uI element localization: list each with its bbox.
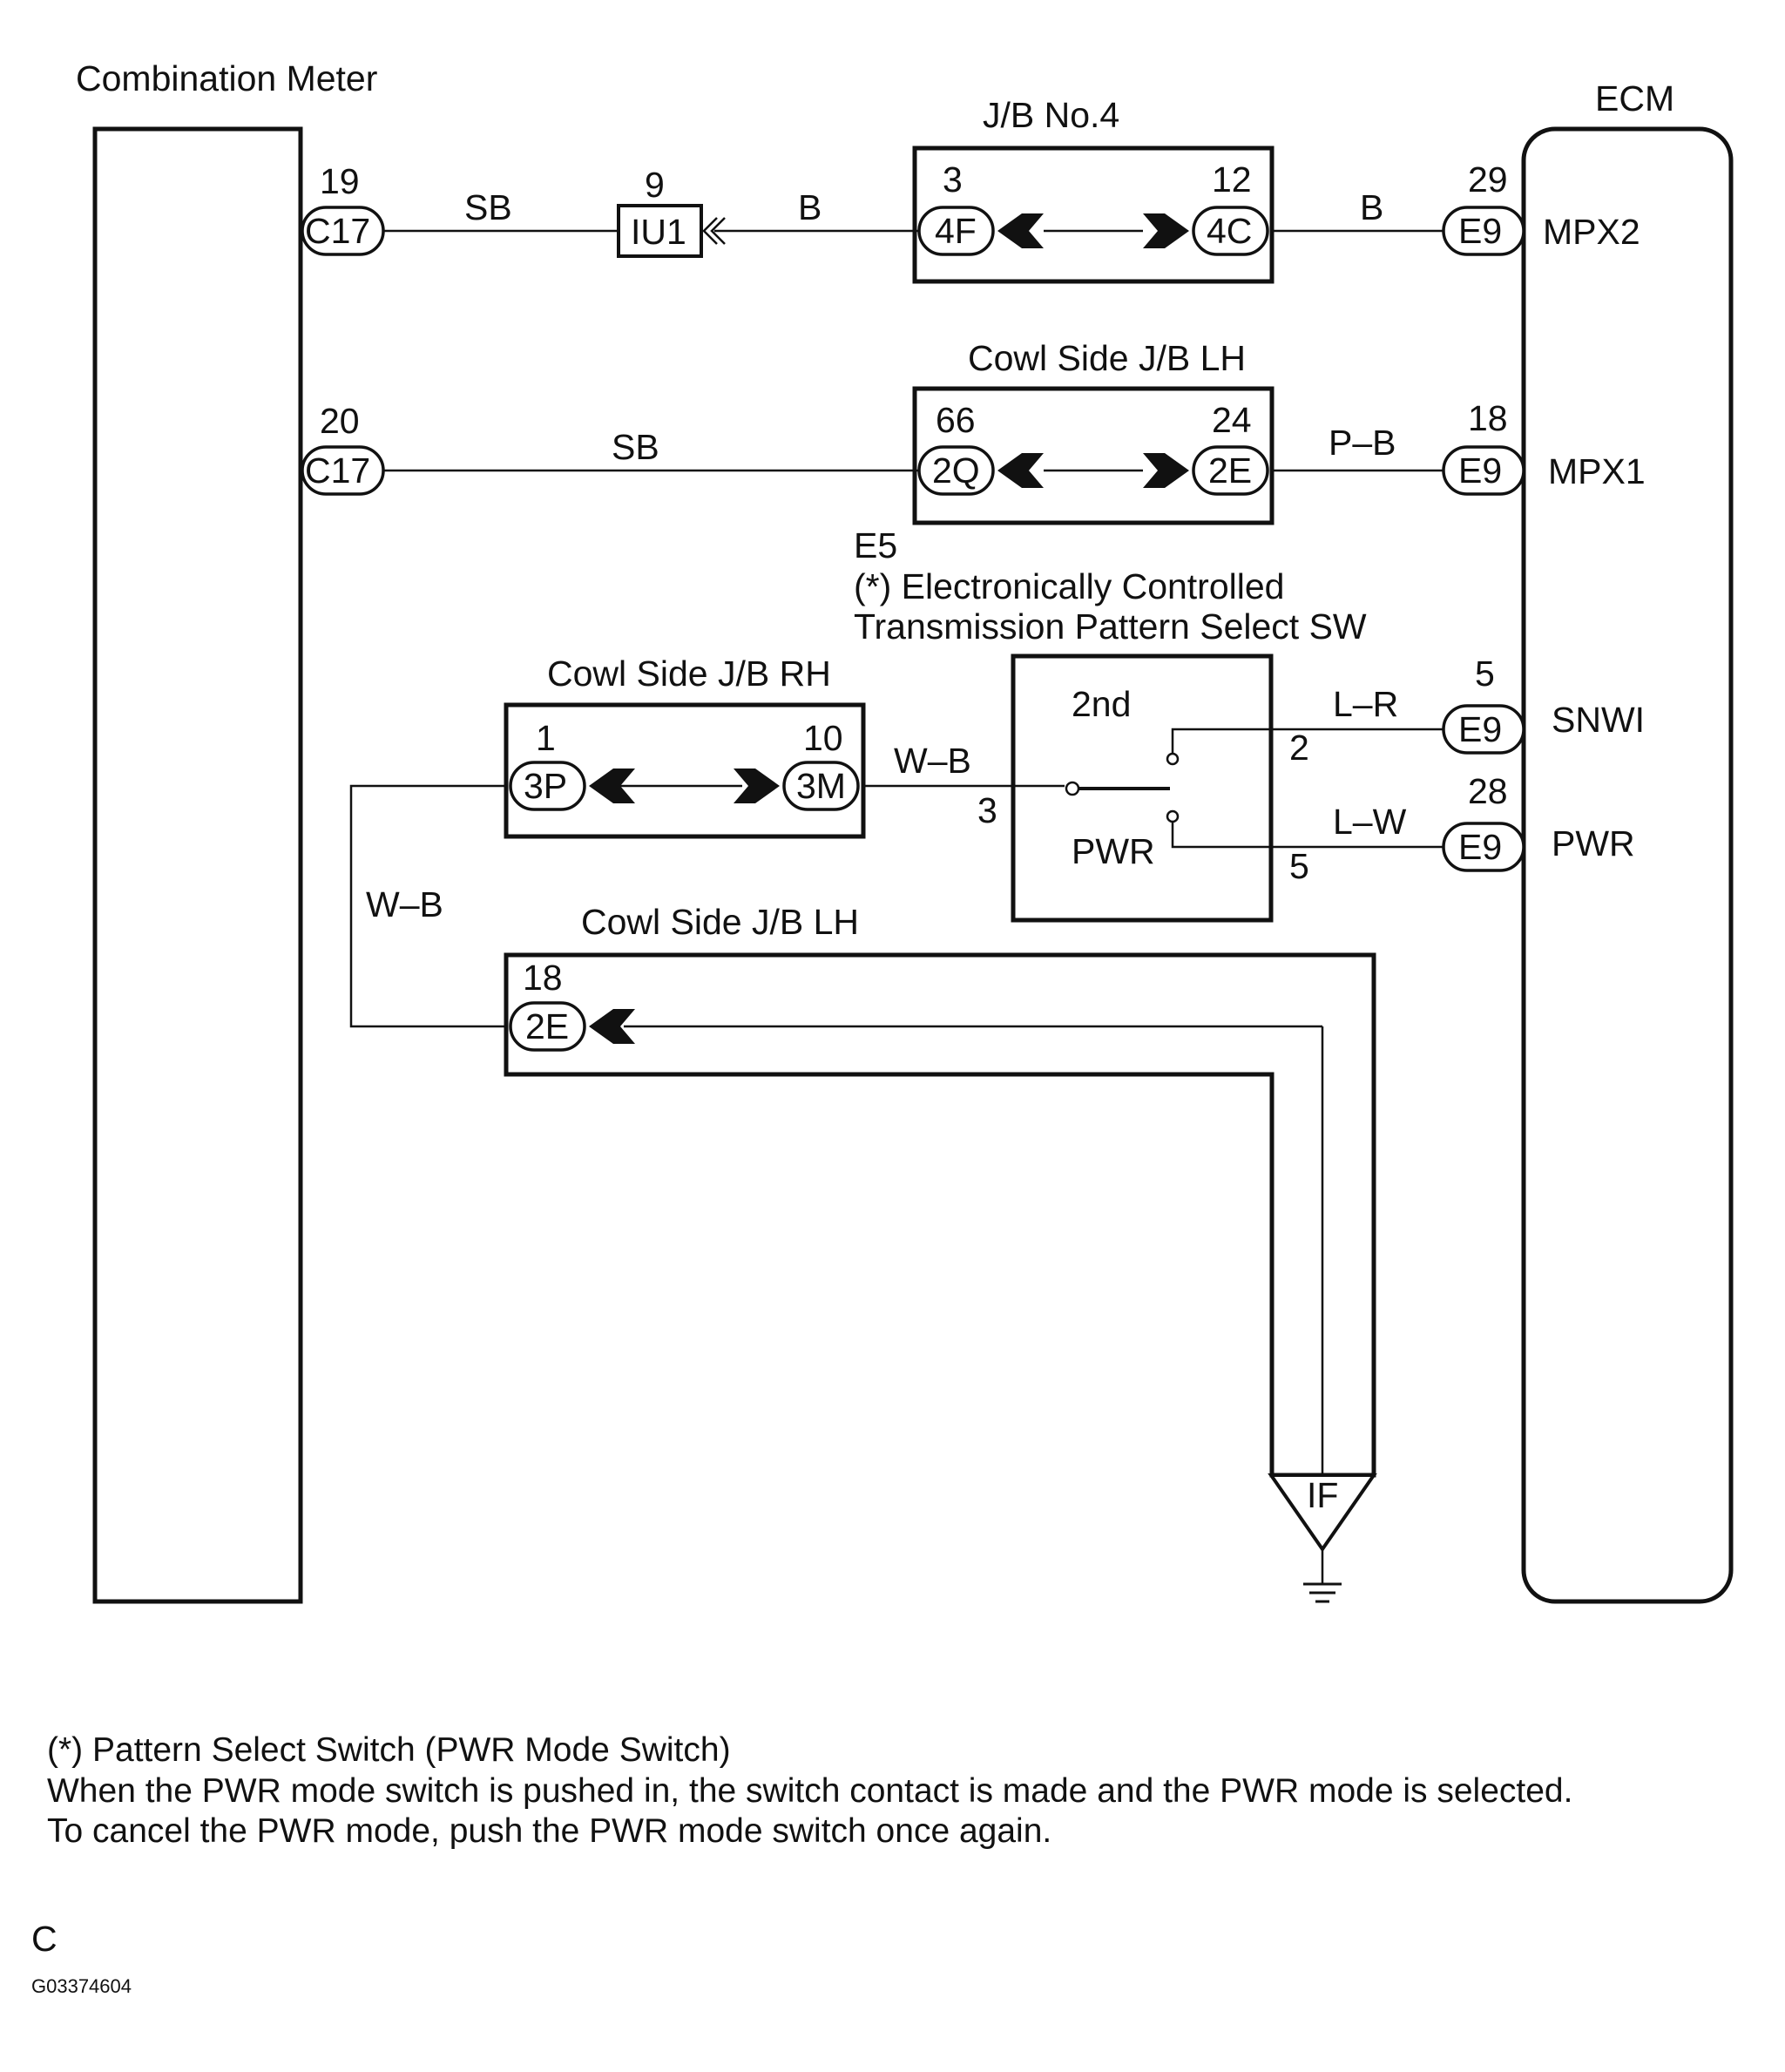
pin-number: 5 (1289, 846, 1309, 886)
pattern-select-switch-box (1011, 653, 1274, 923)
connector-3m (782, 761, 860, 811)
connector-code: E9 (1458, 450, 1502, 491)
connector-code: 2E (1208, 450, 1252, 491)
connector-code: E9 (1458, 827, 1502, 867)
connector-code: C17 (305, 450, 370, 491)
switch-name-line2: Transmission Pattern Select SW (854, 606, 1367, 647)
switch-2nd-label: 2nd (1072, 684, 1131, 724)
wire-color-label: SB (464, 187, 512, 227)
connector-code: 2E (525, 1006, 569, 1046)
connector-3p (509, 761, 586, 811)
junction-iu1-box (617, 204, 703, 258)
footnote-line-2: When the PWR mode switch is pushed in, t… (47, 1772, 1572, 1810)
ecm-terminal-snwi: SNWI (1552, 700, 1645, 740)
wire-color-label: W–B (366, 884, 443, 924)
ecm-terminal-mpx2: MPX2 (1543, 212, 1640, 252)
pin-number: 3 (943, 159, 963, 200)
ecm-label: ECM (1595, 78, 1674, 118)
c17-connector-b (301, 445, 385, 496)
ecm-terminal-mpx1: MPX1 (1548, 451, 1646, 491)
cowl-lh-bottom-label: Cowl Side J/B LH (581, 902, 859, 942)
pin-number: 18 (1468, 398, 1508, 438)
ground-if-triangle (1268, 1473, 1377, 1553)
connector-code: E9 (1458, 709, 1502, 749)
switch-code-label: E5 (854, 525, 897, 565)
connector-2e-bottom (509, 1001, 586, 1052)
pin-number: 2 (1289, 728, 1309, 768)
ecm-terminal-pwr: PWR (1552, 823, 1635, 863)
switch-pwr-label: PWR (1072, 831, 1155, 871)
figure-code: G03374604 (31, 1975, 132, 1997)
e9-connector-a (1442, 206, 1525, 256)
junction-iu1-label: IU1 (631, 212, 686, 252)
iu1-chevron-icon (702, 217, 726, 245)
footnote-line-3: To cancel the PWR mode, push the PWR mod… (47, 1812, 1051, 1850)
connector-code: 3P (524, 766, 567, 806)
corner-letter: C (31, 1919, 57, 1959)
c17-connector-a (301, 206, 385, 256)
wire-color-label: P–B (1329, 423, 1396, 463)
pin-number: 28 (1468, 771, 1508, 811)
e9-connector-d (1442, 822, 1525, 872)
e9-connector-c (1442, 704, 1525, 755)
cowl-lh-bottom-box (504, 952, 1376, 1478)
pin-number: 9 (645, 165, 665, 205)
pin-number: 1 (536, 718, 556, 758)
pin-number: 12 (1212, 159, 1252, 200)
wire-color-label: W–B (894, 741, 971, 781)
pin-number: 66 (936, 400, 976, 440)
connector-4f (917, 206, 995, 256)
footnote-line-1: (*) Pattern Select Switch (PWR Mode Swit… (47, 1731, 731, 1769)
jb-no4-label: J/B No.4 (983, 95, 1119, 135)
ecm-box (1521, 126, 1734, 1604)
combination-meter-box (92, 126, 303, 1604)
pin-number: 3 (977, 790, 997, 830)
pin-number: 5 (1475, 653, 1495, 694)
wires (349, 229, 1444, 1584)
pin-number: 29 (1468, 159, 1508, 200)
connector-code: 4F (935, 211, 977, 251)
jb-no4-box (912, 146, 1275, 284)
cowl-lh-top-box (912, 386, 1275, 525)
ground-if-label: IF (1307, 1475, 1338, 1515)
pin-number: 10 (803, 718, 843, 758)
cowl-lh-top-label: Cowl Side J/B LH (968, 338, 1246, 378)
connector-code: C17 (305, 211, 370, 251)
cowl-rh-box (504, 702, 866, 839)
switch-name-line1: (*) Electronically Controlled (854, 566, 1284, 606)
ground-icon (1303, 1582, 1342, 1603)
e9-connector-b (1442, 445, 1525, 496)
connector-2q (917, 445, 995, 496)
cowl-rh-label: Cowl Side J/B RH (547, 653, 831, 694)
wire-color-label: SB (612, 427, 659, 467)
pin-number: 24 (1212, 400, 1252, 440)
connector-code: E9 (1458, 211, 1502, 251)
pin-number: 20 (320, 401, 360, 441)
wire-color-label: L–W (1333, 802, 1407, 842)
pin-number: 18 (523, 958, 563, 998)
wire-color-label: B (798, 187, 822, 227)
pin-number: 19 (320, 161, 360, 201)
connector-4c (1192, 206, 1269, 256)
connector-code: 3M (796, 766, 846, 806)
connector-2e-top (1192, 445, 1269, 496)
wire-color-label: L–R (1333, 684, 1398, 724)
connector-code: 2Q (932, 450, 980, 491)
connector-arrow-icons (589, 213, 1189, 1044)
connector-code: 4C (1207, 211, 1252, 251)
combination-meter-label: Combination Meter (76, 58, 377, 98)
wire-color-label: B (1360, 187, 1383, 227)
